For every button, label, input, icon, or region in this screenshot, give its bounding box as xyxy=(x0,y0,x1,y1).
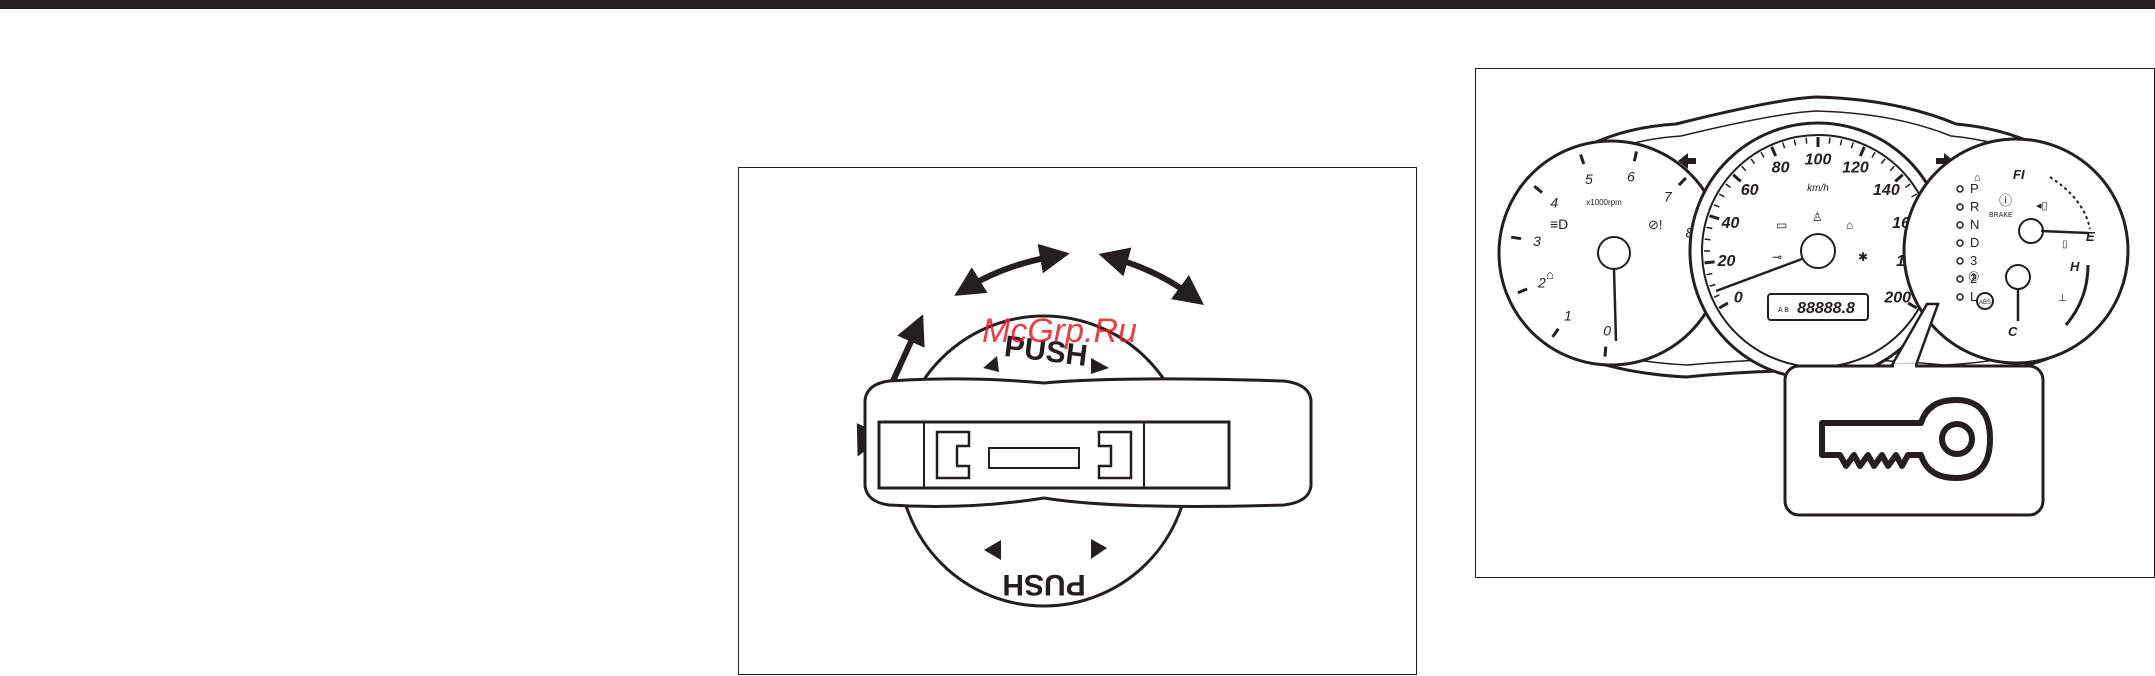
tachometer-tick xyxy=(1634,151,1636,161)
coolant-icon: ⊥ xyxy=(2058,293,2067,304)
oil-icon: ⊸ xyxy=(1772,250,1782,264)
gear-indicator-label: N xyxy=(1970,217,1979,232)
gear-indicator-label: R xyxy=(1970,199,1979,214)
rotate-arrow-top-right xyxy=(1113,258,1192,296)
speedometer-tick-label: 60 xyxy=(1741,182,1759,199)
abs-label: ABS xyxy=(1979,300,1991,306)
knob-illustration: PUSH PUSH xyxy=(739,168,1418,676)
top-rule xyxy=(0,0,2155,9)
speedometer-tick-label: 140 xyxy=(1873,182,1900,199)
speedometer-tick-label: 120 xyxy=(1842,159,1869,176)
fuel-hub xyxy=(2019,219,2043,243)
knob-figure: PUSH PUSH xyxy=(738,167,1417,675)
tachometer-tick xyxy=(1605,347,1606,357)
tachometer-tick xyxy=(1511,237,1521,239)
speedometer-minor-tick xyxy=(1806,138,1807,144)
brake-warning-icon: ⓘ xyxy=(1999,193,2012,208)
rotate-arrow-top-left xyxy=(967,256,1055,288)
temp-cold-label: C xyxy=(2008,324,2018,339)
speedometer-tick xyxy=(1705,262,1715,263)
tachometer-tick-label: 0 xyxy=(1603,322,1611,338)
fuel-empty-label: E xyxy=(2086,229,2095,244)
tachometer-tick-label: 7 xyxy=(1664,188,1673,204)
gear-indicator-label: D xyxy=(1970,235,1979,250)
speedometer-tick-label: 0 xyxy=(1734,289,1743,306)
speedometer-tick-label: 100 xyxy=(1805,151,1832,168)
headlight-icon: ≡D xyxy=(1550,216,1568,232)
speedometer-minor-tick xyxy=(1705,239,1711,240)
seatbelt-icon: ♙ xyxy=(1812,210,1823,224)
speedometer-minor-tick xyxy=(1829,138,1830,144)
tachometer-tick-label: 6 xyxy=(1627,169,1635,185)
tachometer-unit: x1000rpm xyxy=(1586,198,1622,207)
handle-center-tab xyxy=(989,448,1079,468)
door-lock-icon: ⌂ xyxy=(1974,172,1981,184)
tachometer-hub xyxy=(1598,237,1630,269)
watermark: McGrp.Ru xyxy=(982,312,1137,351)
speedometer-tick-label: 40 xyxy=(1721,215,1740,232)
tachometer-tick-label: 5 xyxy=(1585,171,1593,187)
temp-hub xyxy=(2006,265,2030,289)
speedometer-tick-label: 200 xyxy=(1883,289,1911,306)
push-label-bottom: PUSH xyxy=(1002,568,1085,601)
airbag-icon: ✱ xyxy=(1858,250,1868,264)
security-icon: ① xyxy=(1968,269,1980,284)
odometer-mode: A B xyxy=(1778,307,1789,314)
tachometer-tick-label: 3 xyxy=(1533,233,1541,249)
tachometer-tick-label: 4 xyxy=(1550,195,1558,211)
speedometer-tick-label: 20 xyxy=(1717,253,1736,270)
gear-indicator-label: 3 xyxy=(1970,253,1977,268)
tachometer-tick-label: 2 xyxy=(1537,275,1546,291)
speedometer-unit: km/h xyxy=(1807,183,1829,194)
power-steering-icon: ⊘! xyxy=(1648,217,1663,232)
brake-label: BRAKE xyxy=(1989,212,2013,219)
door-icon: ⌂ xyxy=(1846,218,1853,232)
check-engine-icon: ⌂ xyxy=(1546,267,1554,282)
battery-icon: ▭ xyxy=(1776,218,1787,232)
speedometer-tick-label: 80 xyxy=(1772,159,1790,176)
speedometer-hub xyxy=(1801,234,1835,268)
tachometer-tick-label: 1 xyxy=(1564,308,1572,324)
temp-hot-label: H xyxy=(2070,259,2080,274)
fuel-level-icon: ▯ xyxy=(2062,239,2068,250)
fuel-brand-label: FI xyxy=(2013,167,2025,182)
fuel-pump-icon: ◂▯ xyxy=(2036,200,2048,212)
odometer-value: 88888.8 xyxy=(1797,300,1855,317)
